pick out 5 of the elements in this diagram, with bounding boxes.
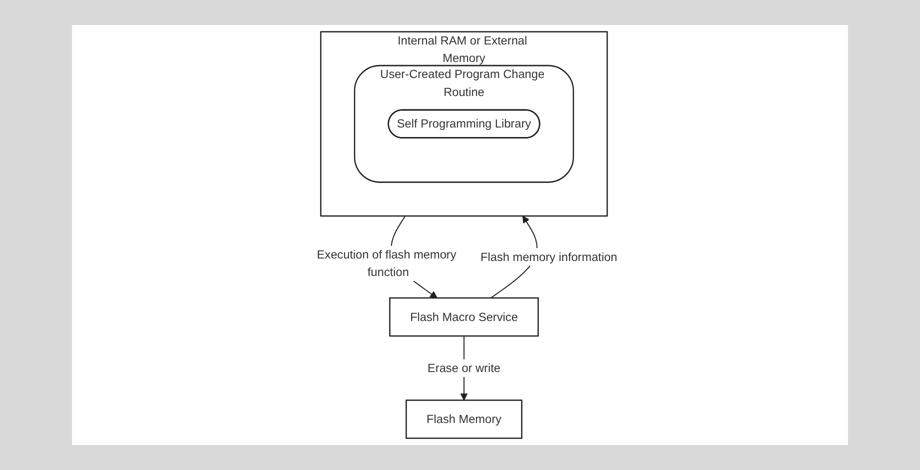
edge-label: Erase or write [427,360,500,374]
node-box: Flash Memory [405,400,522,439]
node-box: Flash Macro Service [388,297,538,337]
edge-label: Flash memory information [480,250,617,264]
edge-label: Execution of flash memory function [316,247,456,279]
